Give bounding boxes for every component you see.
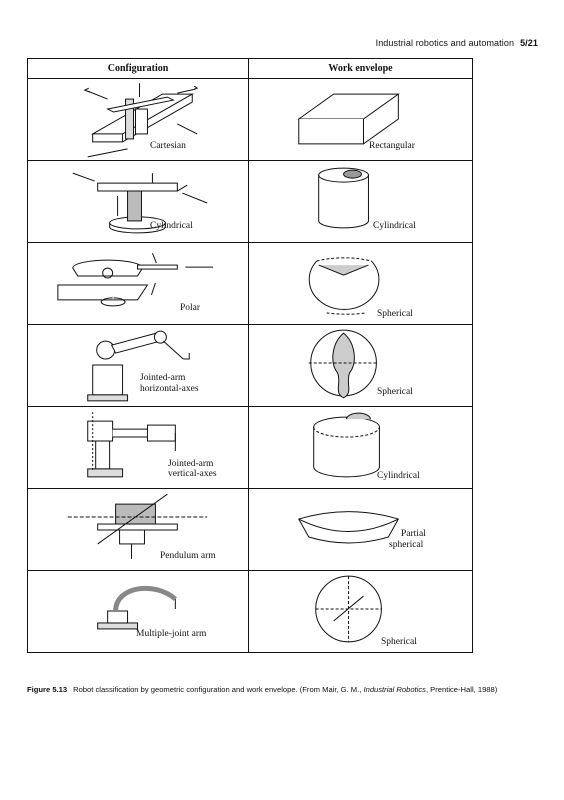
config-label: Multiple-joint arm xyxy=(136,629,207,639)
multiple-joint-arm-robot-illustration xyxy=(97,585,177,630)
envelope-label: Spherical xyxy=(377,387,413,397)
cylindrical-envelope-illustration xyxy=(318,167,369,229)
envelope-label: Spherical xyxy=(377,309,413,319)
envelope-cell-spherical-polar: Spherical xyxy=(248,242,473,325)
envelope-cell-cylindrical: Cylindrical xyxy=(248,160,473,243)
config-label-line1: Jointed-arm xyxy=(140,373,186,383)
robot-classification-table: Configuration Work envelope xyxy=(27,58,473,653)
rectangular-envelope-illustration xyxy=(297,93,400,145)
config-label-line2: vertical-axes xyxy=(168,469,217,479)
partial-spherical-envelope-illustration xyxy=(298,511,400,544)
caption-tail: , Prentice-Hall, 1988) xyxy=(425,685,498,694)
jointed-arm-vertical-illustration xyxy=(87,412,176,478)
envelope-label: Spherical xyxy=(381,637,417,647)
table-row: Multiple-joint arm Spherical xyxy=(27,570,473,653)
config-cell-pendulum-arm: Pendulum arm xyxy=(27,488,249,571)
config-label-line1: Jointed-arm xyxy=(168,459,214,469)
jointed-arm-horizontal-illustration xyxy=(87,330,190,402)
cylindrical-robot-illustration xyxy=(72,172,208,234)
cylindrical-envelope-illustration xyxy=(313,412,380,478)
config-cell-cylindrical: Cylindrical xyxy=(27,160,249,243)
config-label: Pendulum arm xyxy=(160,551,216,561)
envelope-cell-partial-spherical: Partial spherical xyxy=(248,488,473,571)
running-header: Industrial robotics and automation 5/21 xyxy=(376,38,538,48)
pendulum-arm-robot-illustration xyxy=(67,493,208,559)
cartesian-robot-illustration xyxy=(83,83,199,158)
envelope-label-line1: Partial xyxy=(401,529,426,539)
config-cell-multiple-joint-arm: Multiple-joint arm xyxy=(27,570,249,653)
envelope-cell-rectangular: Rectangular xyxy=(248,78,473,161)
caption-book-title: Industrial Robotics xyxy=(363,685,426,694)
config-label: Cylindrical xyxy=(150,221,193,231)
figure-caption: Figure 5.13 Robot classification by geome… xyxy=(27,685,547,694)
envelope-cell-spherical-jointed: Spherical xyxy=(248,324,473,407)
column-header-configuration: Configuration xyxy=(27,58,249,79)
table-row: Polar Spherical xyxy=(27,242,473,325)
config-cell-jointed-arm-vertical: Jointed-arm vertical-axes xyxy=(27,406,249,489)
table-row: Cylindrical Cylindrical xyxy=(27,160,473,243)
table-row: Cartesian Rectangular xyxy=(27,78,473,161)
figure-number: Figure 5.13 xyxy=(27,685,68,694)
config-label: Polar xyxy=(180,303,201,313)
table-row: Pendulum arm Partial spherical xyxy=(27,488,473,571)
config-cell-jointed-arm-horizontal: Jointed-arm horizontal-axes xyxy=(27,324,249,407)
spherical-envelope-illustration xyxy=(308,257,380,315)
column-header-work-envelope: Work envelope xyxy=(248,58,473,79)
page-number: 5/21 xyxy=(520,38,538,48)
envelope-label: Cylindrical xyxy=(373,221,416,231)
spherical-envelope-illustration xyxy=(315,575,382,643)
envelope-label: Rectangular xyxy=(369,141,415,151)
envelope-label: Cylindrical xyxy=(377,471,420,481)
caption-text: Robot classification by geometric config… xyxy=(73,685,362,694)
envelope-cell-cylindrical-jointed: Cylindrical xyxy=(248,406,473,489)
envelope-cell-spherical-multi: Spherical xyxy=(248,570,473,653)
polar-robot-illustration xyxy=(57,252,214,307)
config-cell-polar: Polar xyxy=(27,242,249,325)
config-label-line2: horizontal-axes xyxy=(140,384,199,394)
config-cell-cartesian: Cartesian xyxy=(27,78,249,161)
envelope-label-line2: spherical xyxy=(389,540,424,550)
table-row: Jointed-arm vertical-axes Cylindrical xyxy=(27,406,473,489)
table-row: Jointed-arm horizontal-axes Spherical xyxy=(27,324,473,407)
spherical-envelope-illustration xyxy=(308,329,379,399)
header-title: Industrial robotics and automation xyxy=(375,38,515,48)
config-label: Cartesian xyxy=(150,141,186,151)
